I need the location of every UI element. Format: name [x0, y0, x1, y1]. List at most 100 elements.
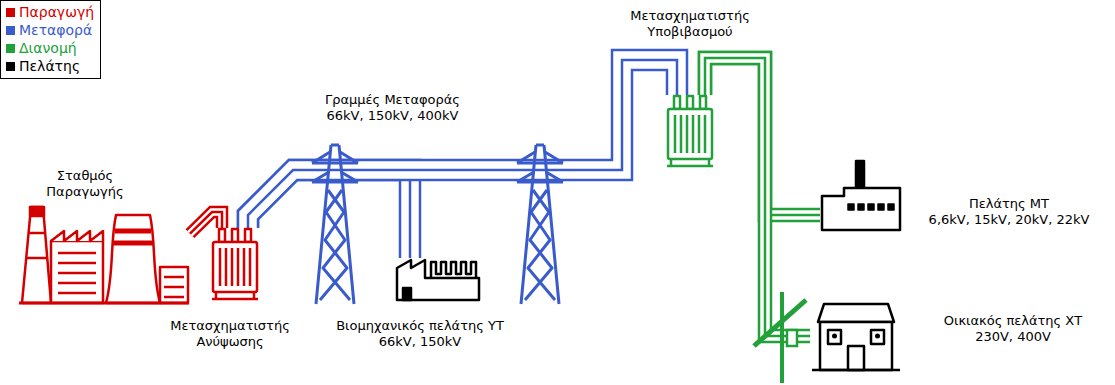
power-station-drawing — [19, 207, 189, 303]
drawing-part — [320, 190, 350, 300]
drawing-part — [780, 292, 784, 383]
drawing-part — [212, 292, 258, 299]
legend-swatch — [6, 26, 15, 35]
industrial-drawing — [397, 260, 479, 300]
wire-gap — [190, 212, 222, 234]
drawing-part — [431, 262, 476, 278]
legend-swatch — [6, 44, 15, 53]
node-text: Σταθμός Παραγωγής — [35, 168, 135, 200]
node-label: Μετασχηματιστής Υποβιβασμού — [625, 8, 755, 40]
drawing-part — [820, 322, 892, 370]
lv-customer: Οικιακός πελάτης ΧΤ230V, 400V — [810, 300, 902, 372]
legend-text: Παραγωγή — [19, 4, 94, 20]
drawing-part — [22, 207, 51, 303]
drawing-part — [397, 260, 479, 300]
legend-item: Μεταφορά — [6, 21, 94, 39]
node-label: Σταθμός Παραγωγής — [35, 168, 135, 200]
drawing-part — [30, 207, 44, 216]
wire-center — [248, 60, 677, 228]
node-text: Μετασχηματιστής Ανύψωσης — [160, 318, 300, 350]
drawing-part — [812, 369, 900, 372]
transformer-drawing — [212, 229, 258, 299]
drawing-part — [220, 248, 250, 286]
drawing-part — [113, 231, 153, 243]
node-text: 6,6kV, 15kV, 20kV, 22kV — [910, 212, 1108, 228]
step-up-transformer: Μετασχηματιστής Ανύψωσης — [210, 228, 260, 300]
industrial-customer: Βιομηχανικός πελάτης ΥΤ66kV, 150kV — [395, 258, 482, 302]
drawing-part — [160, 267, 188, 303]
drawing-part — [818, 304, 894, 322]
legend-swatch — [6, 8, 15, 17]
power-line — [248, 60, 677, 228]
line-label: Γραμμές Μεταφοράς 66kV, 150kV, 400kV — [310, 92, 475, 124]
node-label: Βιομηχανικός πελάτης ΥΤ66kV, 150kV — [320, 318, 520, 350]
drawing-part — [674, 96, 680, 109]
drawing-part — [822, 188, 900, 230]
drawing-part — [164, 277, 184, 297]
legend-item: Διανομή — [6, 39, 94, 57]
node-text: Οικιακός πελάτης ΧΤ — [918, 313, 1108, 329]
drawing-part — [245, 229, 251, 242]
drawing-part — [787, 330, 797, 346]
legend-item: Πελάτης — [6, 57, 94, 75]
drawing-part — [26, 233, 48, 258]
power-station: Σταθμός Παραγωγής — [18, 203, 190, 305]
house-drawing — [812, 304, 900, 370]
drawing-part — [687, 96, 693, 109]
drawing-part — [51, 241, 103, 303]
node-outline — [18, 203, 190, 305]
drawing-part — [219, 229, 225, 242]
drawing-part — [828, 330, 841, 344]
drawing-part — [668, 109, 712, 159]
drawing-part — [848, 204, 854, 210]
factory-drawing — [822, 161, 900, 230]
drawing-part — [875, 334, 880, 339]
wire-outer — [190, 212, 222, 234]
drawing-part — [868, 204, 874, 210]
wire-center — [190, 212, 222, 234]
node-text: 230V, 400V — [918, 329, 1108, 345]
drawing-part — [106, 215, 160, 303]
node-outline — [820, 160, 902, 232]
drawing-part — [888, 204, 894, 210]
node-text: Μετασχηματιστής Υποβιβασμού — [625, 8, 755, 40]
node-text: Βιομηχανικός πελάτης ΥΤ — [320, 318, 520, 334]
transformer-drawing — [667, 96, 713, 166]
node-label: Οικιακός πελάτης ΧΤ230V, 400V — [918, 313, 1108, 345]
legend-text: Διανομή — [19, 40, 77, 56]
drawing-part — [316, 145, 354, 304]
drawing-part — [403, 288, 411, 300]
drawing-part — [521, 145, 559, 304]
transmission-tower — [312, 145, 358, 304]
wire-center — [705, 58, 810, 336]
drawing-part — [871, 330, 884, 344]
drawing-part — [858, 204, 864, 210]
legend-swatch — [6, 62, 15, 71]
wire-gap — [248, 60, 677, 228]
power-line — [705, 58, 810, 336]
legend-item: Παραγωγή — [6, 3, 94, 21]
drawing-part — [517, 152, 563, 182]
drawing-part — [312, 152, 358, 182]
node-outline — [810, 300, 902, 372]
mv-customer: Πελάτης ΜΤ6,6kV, 15kV, 20kV, 22kV — [820, 160, 902, 232]
drawing-part — [700, 96, 706, 109]
legend-text: Πελάτης — [19, 58, 80, 74]
node-outline — [210, 228, 260, 300]
node-outline — [665, 95, 715, 167]
drawing-part — [19, 302, 189, 305]
drawing-part — [667, 159, 713, 166]
wire-outer — [705, 58, 810, 336]
node-outline — [395, 258, 482, 302]
drawing-part — [878, 204, 884, 210]
drawing-part — [754, 300, 806, 346]
wire-outer — [248, 60, 677, 228]
legend-box: ΠαραγωγήΜεταφοράΔιανομήΠελάτης — [0, 0, 101, 79]
step-down-transformer: Μετασχηματιστής Υποβιβασμού — [665, 95, 715, 167]
legend-text: Μεταφορά — [19, 22, 92, 38]
distribution-pole — [754, 292, 806, 383]
drawing-part — [51, 231, 103, 241]
drawing-part — [832, 334, 837, 339]
node-text: 66kV, 150kV — [320, 334, 520, 350]
